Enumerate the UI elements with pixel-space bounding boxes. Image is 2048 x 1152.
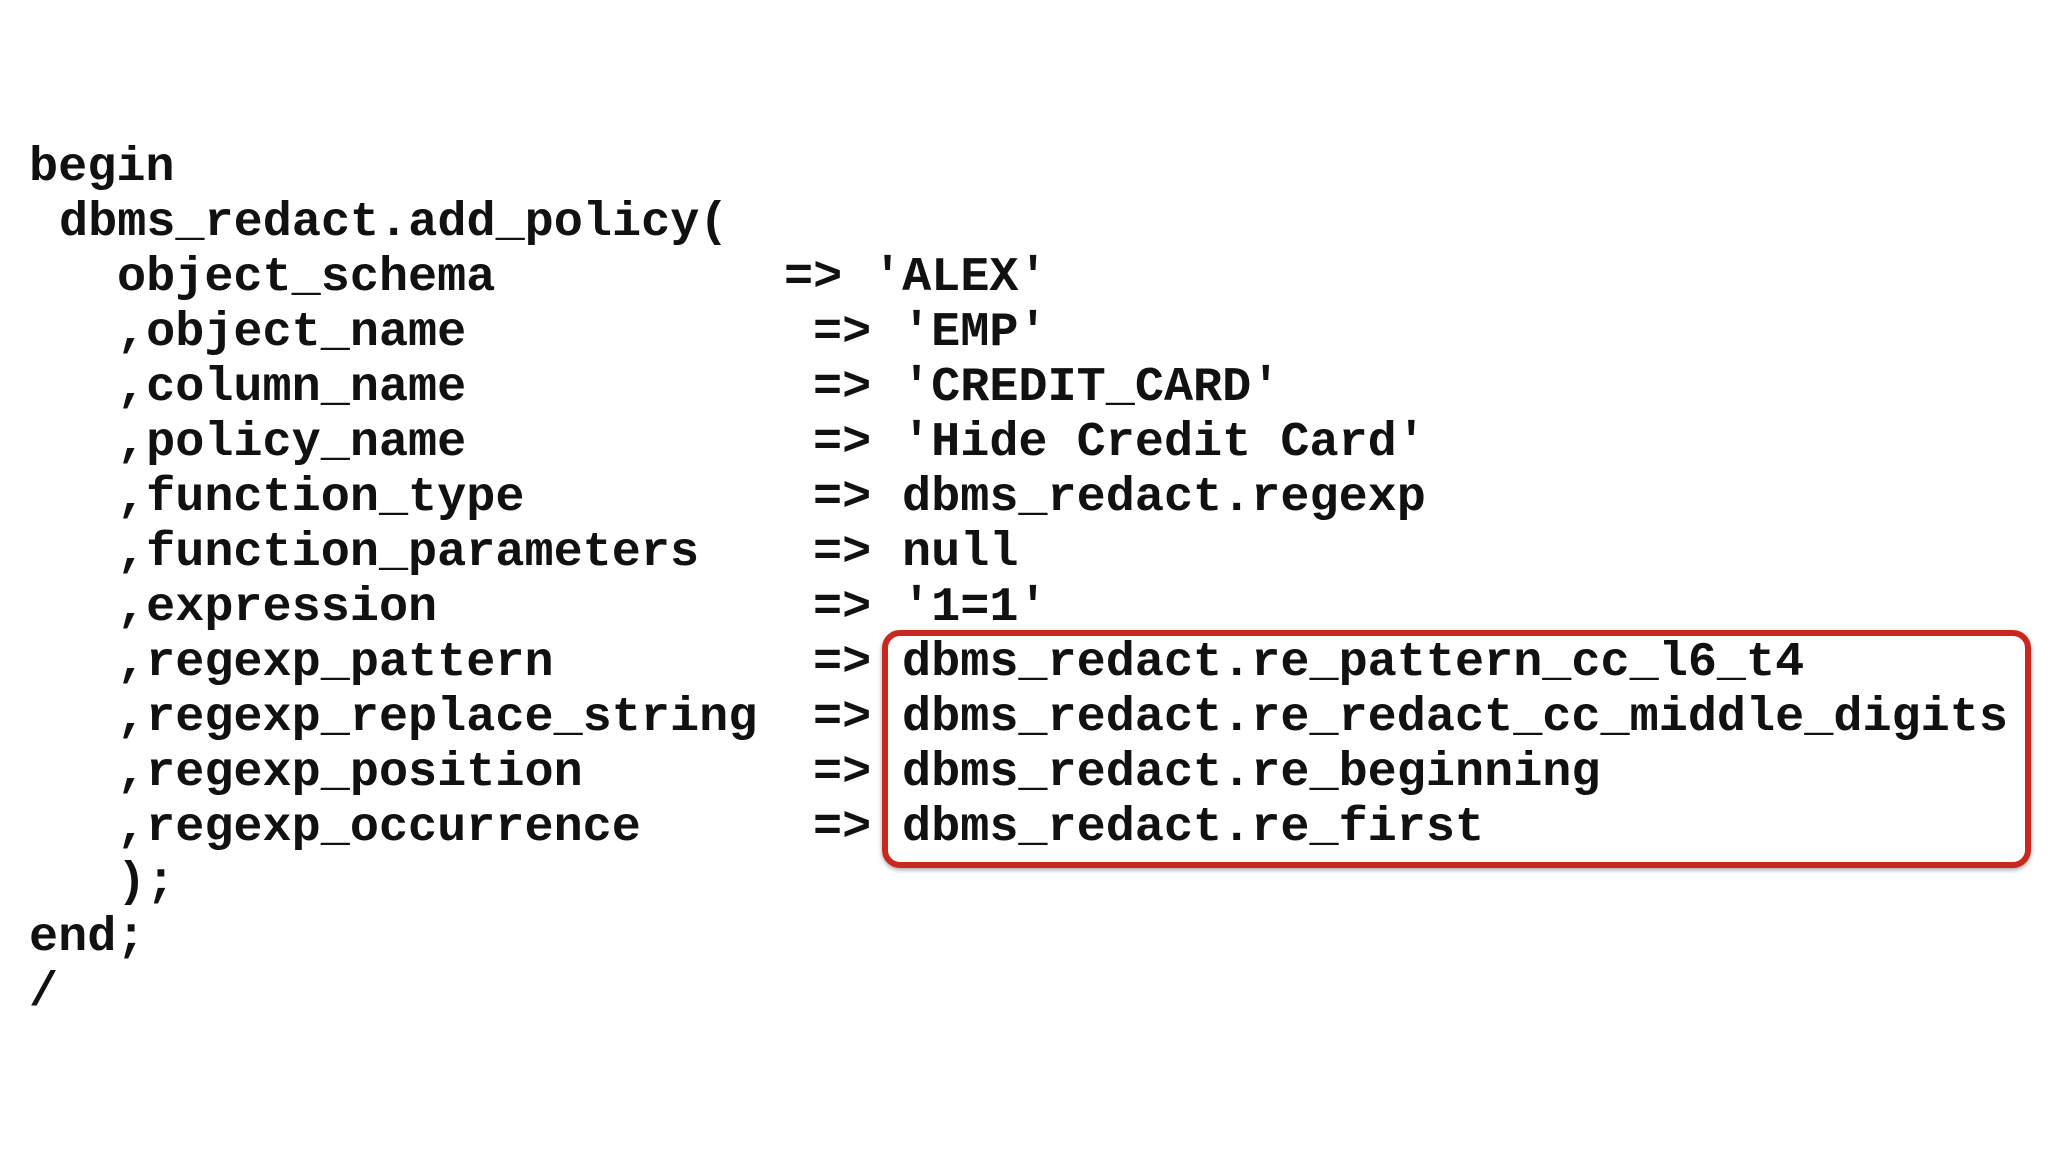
param-arrow: =>: [813, 415, 872, 470]
param-line: ,function_parameters => null: [29, 525, 1018, 580]
param-value: dbms_redact.re_first: [902, 800, 1485, 855]
param-arrow: =>: [813, 800, 872, 855]
param-name: ,function_parameters: [117, 525, 700, 580]
param-arrow: =>: [813, 635, 872, 690]
param-arrow: =>: [813, 690, 872, 745]
param-value: dbms_redact.re_redact_cc_middle_digits: [902, 690, 2008, 745]
param-arrow: =>: [813, 745, 872, 800]
param-line: ,regexp_occurrence => dbms_redact.re_fir…: [29, 800, 1484, 855]
param-line: ,expression => '1=1': [29, 580, 1048, 635]
param-name: ,regexp_pattern: [117, 635, 554, 690]
param-value: 'Hide Credit Card': [902, 415, 1426, 470]
param-arrow: =>: [784, 250, 843, 305]
param-name: ,regexp_replace_string: [117, 690, 758, 745]
statement-terminator: /: [29, 965, 59, 1020]
code-line-close: );: [29, 855, 204, 910]
code-block: begin dbms_redact.add_policy( object_sch…: [29, 140, 2008, 1020]
code-line-begin: begin: [29, 140, 204, 195]
code-line-slash: /: [29, 965, 204, 1020]
param-line: ,column_name => 'CREDIT_CARD': [29, 360, 1280, 415]
param-arrow: =>: [813, 580, 872, 635]
param-value: 'ALEX': [873, 250, 1048, 305]
param-value: '1=1': [902, 580, 1048, 635]
param-name: object_schema: [117, 250, 496, 305]
param-arrow: =>: [813, 305, 872, 360]
param-value: null: [902, 525, 1019, 580]
keyword-begin: begin: [29, 140, 175, 195]
param-line: ,regexp_pattern => dbms_redact.re_patter…: [29, 635, 1804, 690]
param-arrow: =>: [813, 470, 872, 525]
param-line: ,regexp_position => dbms_redact.re_begin…: [29, 745, 1601, 800]
param-arrow: =>: [813, 525, 872, 580]
close-paren: );: [117, 855, 176, 910]
param-name: ,object_name: [117, 305, 467, 360]
param-line: ,regexp_replace_string => dbms_redact.re…: [29, 690, 2008, 745]
code-line-call: dbms_redact.add_policy(: [29, 195, 728, 250]
highlight-box: [882, 630, 2031, 868]
param-value: dbms_redact.regexp: [902, 470, 1426, 525]
code-line-end: end;: [29, 910, 204, 965]
param-value: 'CREDIT_CARD': [902, 360, 1281, 415]
param-arrow: =>: [813, 360, 872, 415]
param-line: ,function_type => dbms_redact.regexp: [29, 470, 1426, 525]
param-name: ,regexp_occurrence: [117, 800, 641, 855]
param-name: ,policy_name: [117, 415, 467, 470]
param-value: 'EMP': [902, 305, 1048, 360]
param-line: ,object_name => 'EMP': [29, 305, 1048, 360]
param-value: dbms_redact.re_pattern_cc_l6_t4: [902, 635, 1805, 690]
param-line: ,policy_name => 'Hide Credit Card': [29, 415, 1426, 470]
procedure-call: dbms_redact.add_policy(: [59, 195, 729, 250]
keyword-end: end;: [29, 910, 146, 965]
param-name: ,expression: [117, 580, 438, 635]
param-value: dbms_redact.re_beginning: [902, 745, 1601, 800]
param-line: object_schema => 'ALEX': [29, 250, 1048, 305]
param-name: ,column_name: [117, 360, 467, 415]
param-name: ,regexp_position: [117, 745, 583, 800]
param-name: ,function_type: [117, 470, 525, 525]
